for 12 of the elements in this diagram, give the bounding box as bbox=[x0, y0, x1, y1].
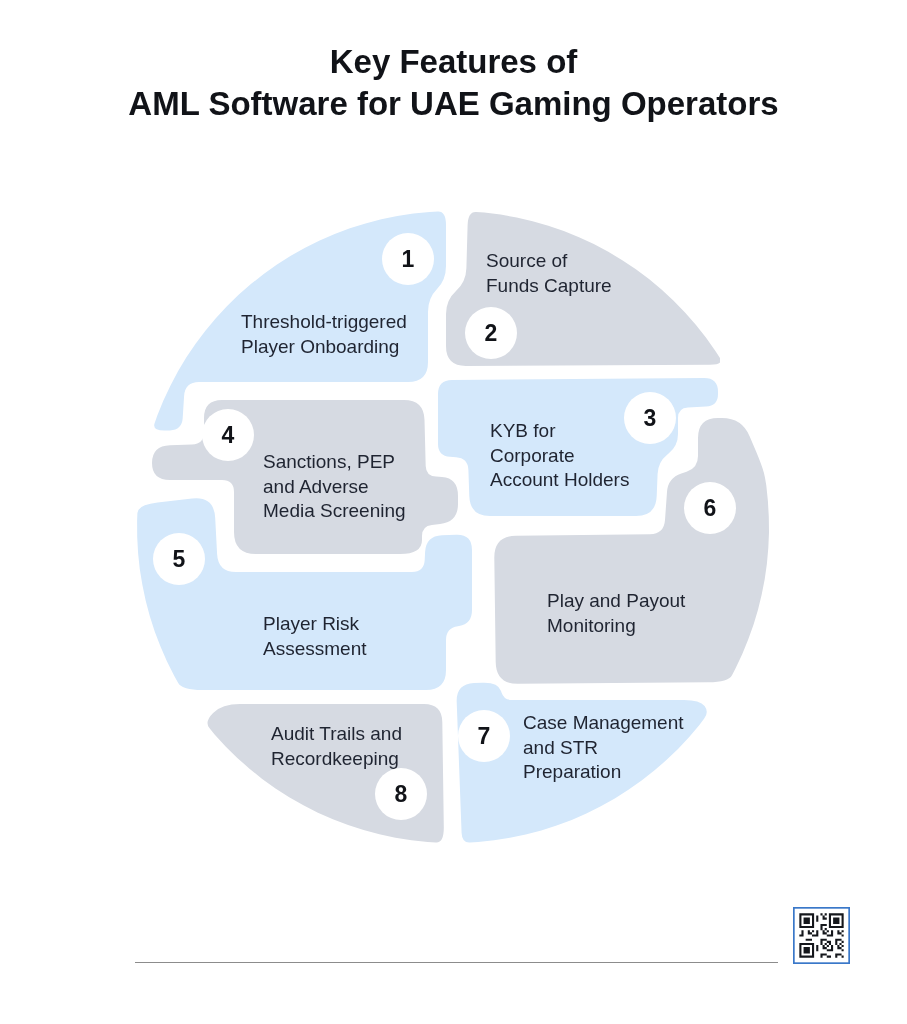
feature-label: Case Management and STR Preparation bbox=[523, 711, 685, 784]
feature-label: Audit Trails and Recordkeeping bbox=[271, 722, 403, 771]
puzzle-piece bbox=[446, 211, 720, 366]
feature-label: Threshold-triggered Player Onboarding bbox=[241, 310, 408, 359]
puzzle-piece bbox=[137, 498, 472, 690]
feature-label: Player Risk Assessment bbox=[263, 612, 368, 661]
title: Key Features of AML Software for UAE Gaming Operators bbox=[127, 42, 780, 124]
feature-label: Play and Payout Monitoring bbox=[547, 589, 687, 638]
feature-label: Source of Funds Capture bbox=[486, 249, 613, 298]
puzzle-piece bbox=[207, 704, 444, 843]
feature-label: Sanctions, PEP and Adverse Media Screening bbox=[263, 450, 407, 523]
puzzle-piece bbox=[456, 682, 707, 843]
